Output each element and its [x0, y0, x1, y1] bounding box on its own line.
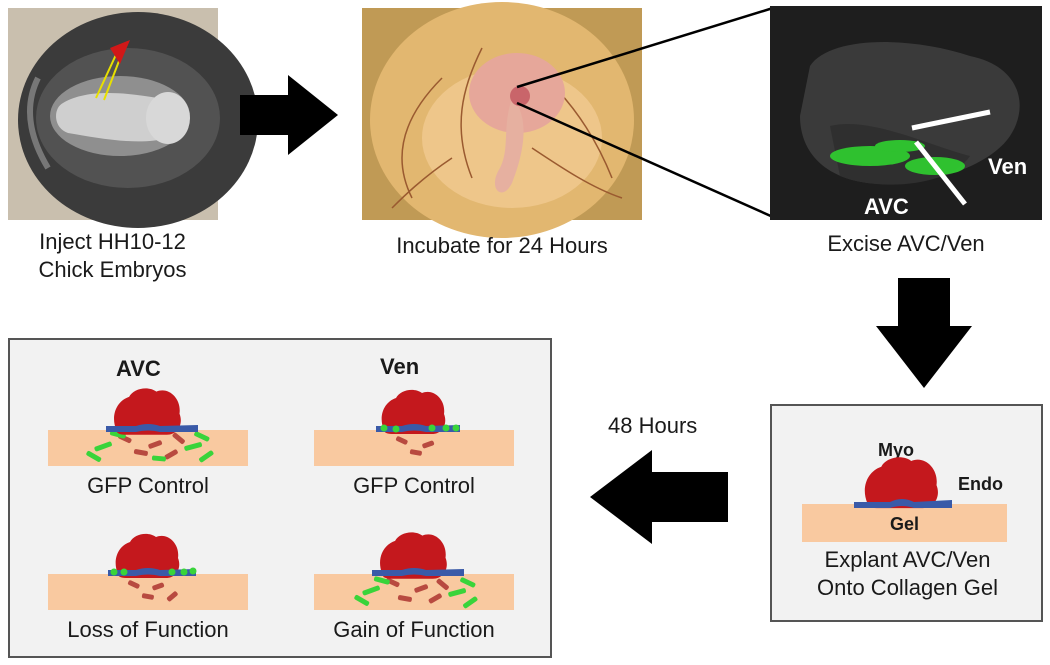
step1-caption-line2: Chick Embryos	[38, 257, 187, 282]
step1-caption-line1: Inject HH10-12	[39, 229, 186, 254]
explant-panel: Myo Endo Gel Explant AVC/Ven Onto Collag…	[770, 404, 1043, 622]
label-endo: Endo	[958, 474, 1003, 494]
explant-avc-gfp	[48, 388, 248, 466]
caption-ven-gof: Gain of Function	[333, 617, 495, 642]
results-col-avc: AVC	[116, 356, 161, 381]
arrow-left	[590, 450, 728, 544]
caption-ven-gfp: GFP Control	[353, 473, 475, 498]
zoom-lines	[516, 6, 774, 219]
step4-caption: Explant AVC/Ven Onto Collagen Gel	[772, 546, 1043, 602]
caption-avc-gfp: GFP Control	[87, 473, 209, 498]
explant-ven-gfp	[314, 389, 514, 466]
explant-avc-lof	[48, 533, 248, 610]
step4-caption-line1: Explant AVC/Ven	[824, 547, 991, 572]
step4-caption-line2: Onto Collagen Gel	[817, 575, 998, 600]
timing-label: 48 Hours	[608, 413, 698, 438]
step2-caption: Incubate for 24 Hours	[396, 233, 608, 258]
excised-heart-fluorescence-image: AVC Ven	[770, 6, 1042, 220]
results-panel: AVC Ven GFP Control	[8, 338, 552, 658]
incubated-egg-image	[362, 2, 642, 238]
caption-avc-lof: Loss of Function	[67, 617, 229, 642]
explant-ven-gof	[314, 532, 514, 610]
embryo-injection-image	[8, 8, 258, 228]
arrow-right-1	[240, 75, 338, 155]
label-ven-image: Ven	[988, 154, 1028, 179]
results-col-ven: Ven	[380, 354, 420, 379]
label-avc-image: AVC	[864, 194, 909, 219]
explant-diagram	[802, 457, 1007, 542]
label-myo: Myo	[878, 440, 914, 460]
arrow-down	[876, 278, 972, 388]
label-gel: Gel	[890, 514, 920, 534]
step3-caption: Excise AVC/Ven	[827, 231, 985, 256]
step1-caption: Inject HH10-12 Chick Embryos	[0, 228, 225, 284]
